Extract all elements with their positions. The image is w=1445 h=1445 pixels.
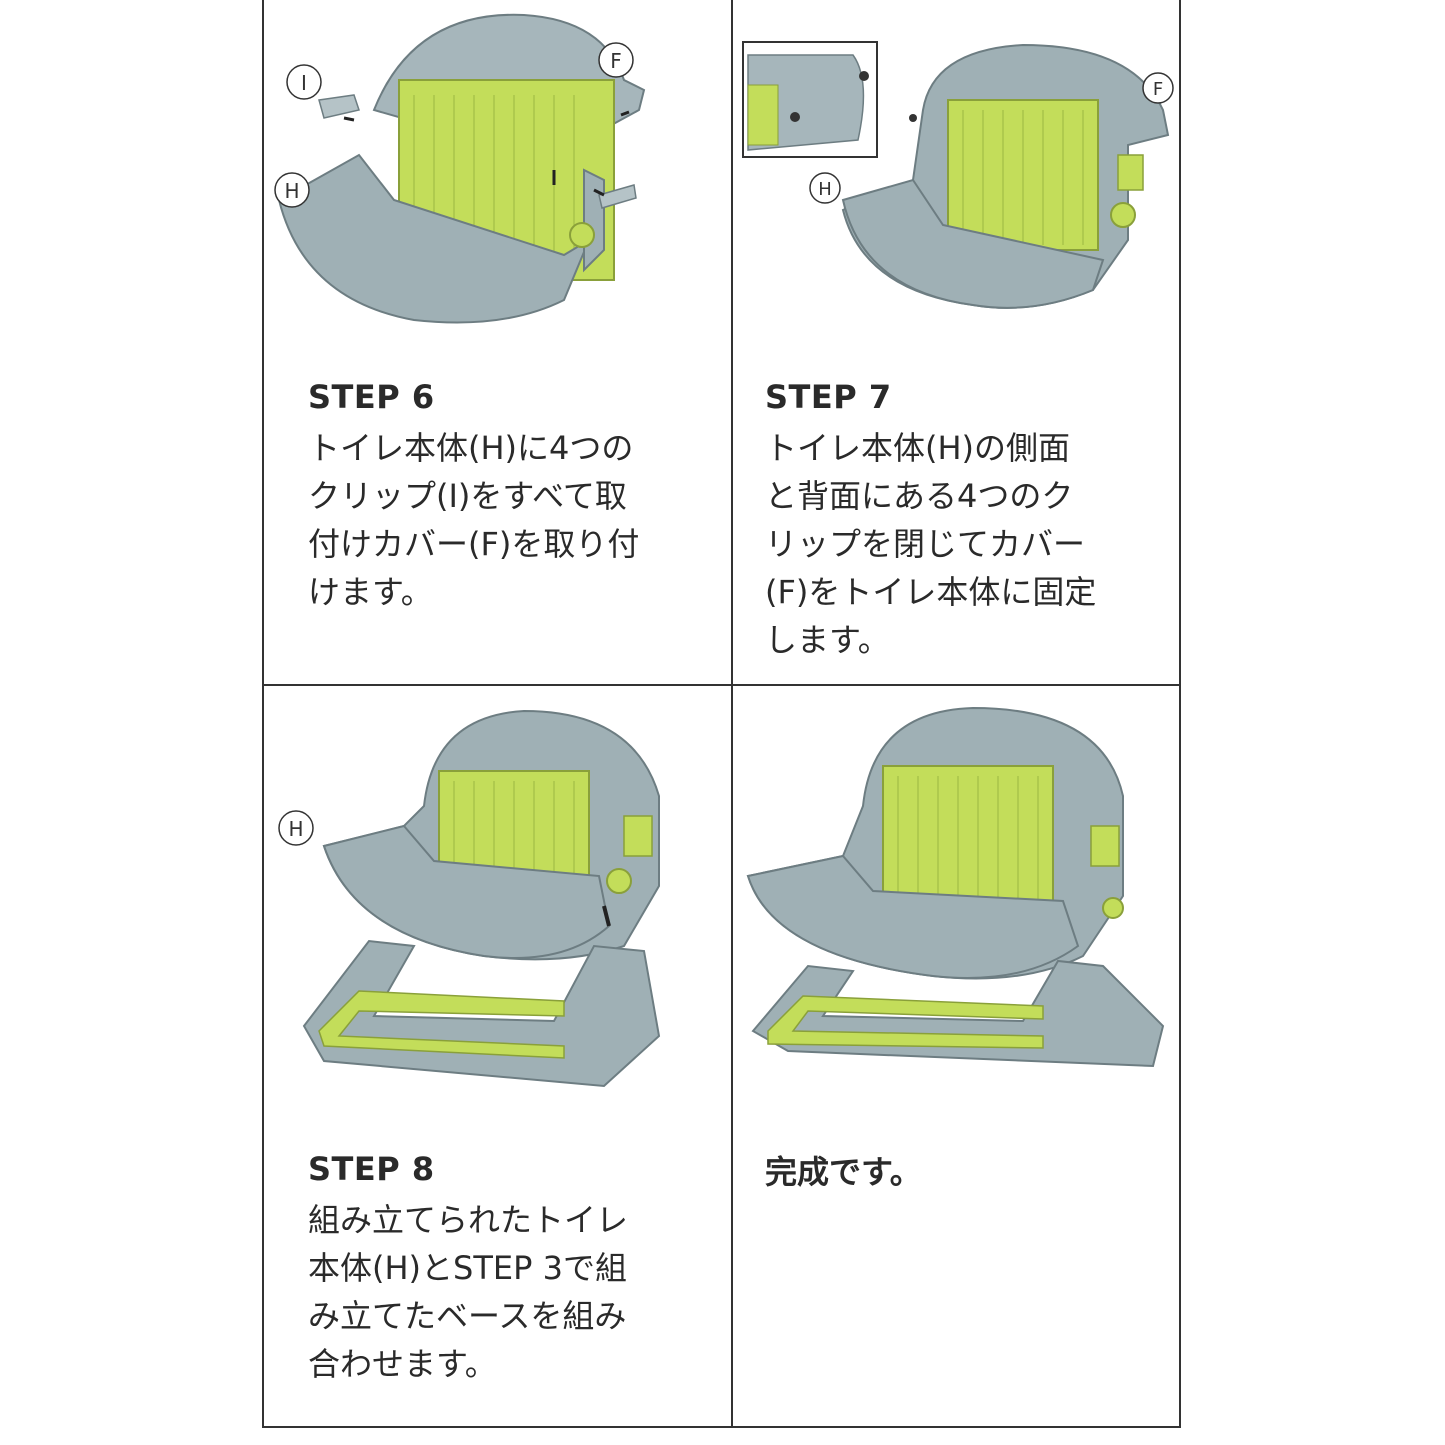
- svg-text:F: F: [610, 49, 622, 73]
- part-label-i: I: [286, 64, 322, 100]
- part-label-h: H: [809, 172, 841, 204]
- step-8-title: STEP 8: [308, 1150, 435, 1188]
- step-8-cell: H STEP 8 組み立てられたトイレ 本体(H)とSTEP 3で組 み立てたベ…: [264, 686, 731, 1426]
- svg-text:I: I: [301, 71, 307, 95]
- step-6-title: STEP 6: [308, 378, 435, 416]
- complete-text: 完成です。: [765, 1153, 922, 1191]
- svg-text:F: F: [1153, 79, 1163, 100]
- part-label-f: F: [598, 42, 634, 78]
- svg-text:H: H: [818, 179, 832, 200]
- grid-divider-horizontal: [262, 684, 1181, 686]
- step-7-text: トイレ本体(H)の側面 と背面にある4つのク リップを閉じてカバー (F)をトイ…: [765, 429, 1097, 659]
- step-8-text: 組み立てられたトイレ 本体(H)とSTEP 3で組 み立てたベースを組み 合わせ…: [308, 1201, 629, 1383]
- step-7-cell: F H STEP 7 トイレ本体(H)の側面 と背面にある4つのク リップを閉じ…: [733, 0, 1179, 684]
- part-label-h: H: [278, 810, 314, 846]
- part-label-h: H: [274, 172, 310, 208]
- instruction-sheet: [262, 0, 1181, 1428]
- step-6-illustration: I F H: [274, 13, 646, 324]
- step-7-illustration: F H: [742, 41, 1174, 309]
- step-8-illustration: H: [278, 709, 661, 1088]
- svg-text:H: H: [288, 817, 303, 841]
- svg-text:H: H: [284, 179, 299, 203]
- completed-product-illustration: [746, 706, 1165, 1068]
- step-6-text: トイレ本体(H)に4つの クリップ(I)をすべて取 付けカバー(F)を取り付 け…: [308, 429, 640, 611]
- grid-divider-vertical: [731, 0, 733, 1428]
- step-7-title: STEP 7: [765, 378, 892, 416]
- part-label-f: F: [1142, 72, 1174, 104]
- complete-cell: 完成です。: [733, 686, 1179, 1426]
- step-6-cell: I F H STEP 6 トイレ本体(H)に4つの クリップ(I)をすべて取 付…: [264, 0, 731, 684]
